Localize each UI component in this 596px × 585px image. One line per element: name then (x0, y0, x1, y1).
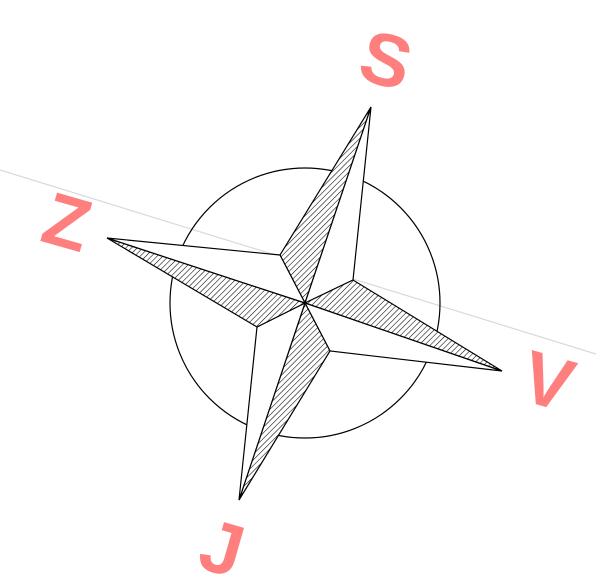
south-label: J (191, 502, 253, 585)
west-label: Z (34, 176, 100, 268)
east-label: V (513, 334, 583, 427)
north-label: S (351, 13, 421, 106)
